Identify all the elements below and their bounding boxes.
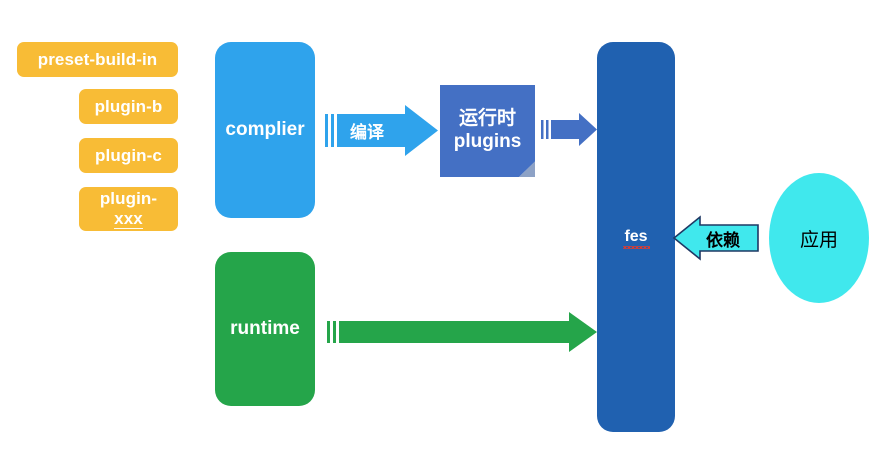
complier-label: complier xyxy=(225,119,305,141)
runtime-to-fes-arrow xyxy=(327,312,597,352)
runtime-plugins-label-line2: plugins xyxy=(453,131,522,152)
runtime-plugins-label-line1: 运行时 xyxy=(458,108,516,130)
fes-label: fes xyxy=(623,227,650,250)
plugin-chip-plugin-c[interactable]: plugin-c xyxy=(79,138,178,173)
depends-arrow xyxy=(672,215,759,261)
to-fes-arrow xyxy=(541,113,597,146)
runtime-plugins-note[interactable]: 运行时 plugins xyxy=(440,85,535,177)
complier-box[interactable]: complier xyxy=(215,42,315,218)
plugin-chip-label-line2: xxx xyxy=(114,209,143,229)
plugin-chip-label: plugin-b xyxy=(94,96,163,116)
plugin-chip-plugin-b[interactable]: plugin-b xyxy=(79,89,178,124)
plugin-chip-label-line1: plugin- xyxy=(99,189,158,209)
compile-arrow xyxy=(325,105,438,156)
app-ellipse[interactable]: 应用 xyxy=(769,173,869,303)
app-label: 应用 xyxy=(799,229,838,251)
plugin-chip-preset-build-in[interactable]: preset-build-in xyxy=(17,42,178,77)
fes-box[interactable]: fes xyxy=(597,42,675,432)
plugin-chip-plugin-xxx[interactable]: plugin- xxx xyxy=(79,187,178,231)
plugin-chip-label: preset-build-in xyxy=(37,49,158,69)
runtime-box[interactable]: runtime xyxy=(215,252,315,406)
runtime-label: runtime xyxy=(230,318,300,340)
plugin-chip-label: plugin-c xyxy=(95,145,162,165)
